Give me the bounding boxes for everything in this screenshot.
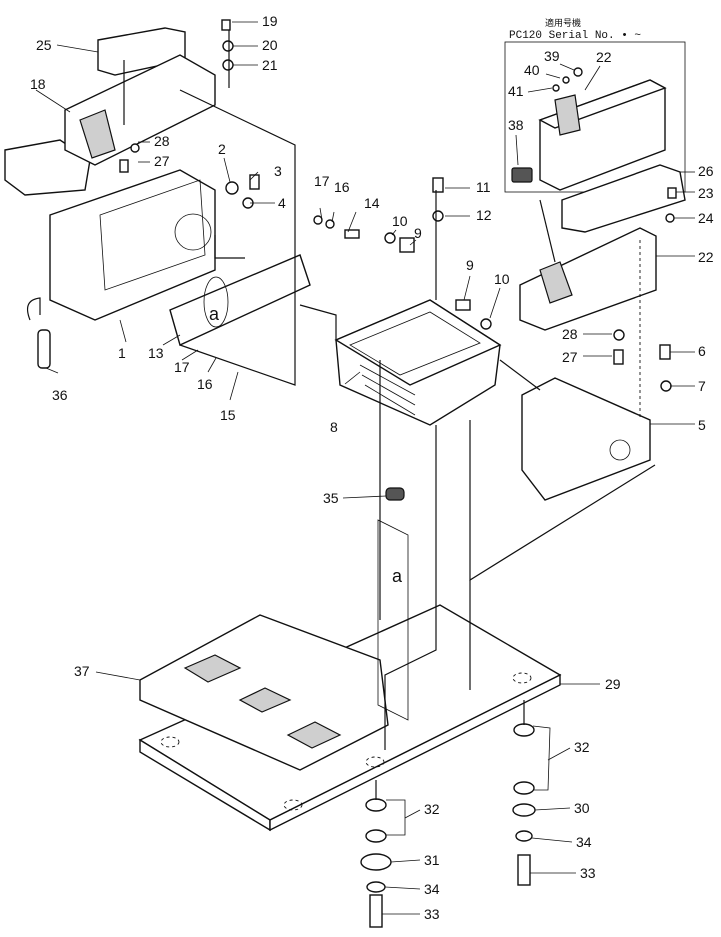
callout-29: 29: [605, 676, 621, 692]
part-5-box: [521, 377, 651, 501]
callout-13: 13: [148, 345, 164, 361]
detail-letter-a-upper: a: [209, 304, 220, 324]
assembly-lines: [123, 30, 656, 800]
callout-39: 39: [544, 48, 560, 64]
callout-16-lower: 16: [197, 376, 213, 392]
callout-32-right: 32: [574, 739, 590, 755]
callout-33-right: 33: [580, 865, 596, 881]
center-case-group: [313, 177, 502, 426]
part-26-cover: [561, 164, 686, 233]
callout-5: 5: [698, 417, 706, 433]
callout-9-right: 9: [466, 257, 474, 273]
callout-30: 30: [574, 800, 590, 816]
callout-22-right: 22: [698, 249, 714, 265]
part-38-switch: [511, 167, 533, 183]
part-22-console: [519, 227, 657, 331]
inset-serial-note: PC120 Serial No. • ~: [509, 30, 641, 42]
callout-35: 35: [323, 490, 339, 506]
callout-28-left: 28: [154, 133, 170, 149]
callout-25: 25: [36, 37, 52, 53]
mount-stack-right: [512, 723, 536, 886]
callout-3: 3: [274, 163, 282, 179]
part-36-hook: [27, 297, 41, 321]
callout-34-left: 34: [424, 881, 440, 897]
callout-38: 38: [508, 117, 524, 133]
callout-18: 18: [30, 76, 46, 92]
callout-9-left: 9: [414, 225, 422, 241]
callout-15: 15: [220, 407, 236, 423]
callout-28-right: 28: [562, 326, 578, 342]
callout-36: 36: [52, 387, 68, 403]
callout-12: 12: [476, 207, 492, 223]
callout-21: 21: [262, 57, 278, 73]
callout-14: 14: [364, 195, 380, 211]
callout-27-right: 27: [562, 349, 578, 365]
part-35-grommet: [385, 487, 405, 501]
callout-31: 31: [424, 852, 440, 868]
callout-37: 37: [74, 663, 90, 679]
callout-19: 19: [262, 13, 278, 29]
callout-40: 40: [524, 62, 540, 78]
part-1-box: [49, 169, 216, 321]
inset-title-jp: 適用号機: [545, 17, 581, 28]
callout-34-right: 34: [576, 834, 592, 850]
floor-group: a: [138, 487, 562, 832]
callout-2: 2: [218, 141, 226, 157]
leader-lines: [35, 21, 695, 915]
callout-33-left: 33: [424, 906, 440, 922]
detail-letter-a-lower: a: [392, 566, 403, 586]
callout-10-left: 10: [392, 213, 408, 229]
callout-7: 7: [698, 378, 706, 394]
callout-23: 23: [698, 185, 714, 201]
mount-stack-left: [360, 798, 392, 928]
callout-26: 26: [698, 163, 714, 179]
serial-inset: 適用号機 PC120 Serial No. • ~: [504, 17, 686, 193]
callout-11: 11: [476, 179, 491, 195]
callout-1: 1: [118, 345, 126, 361]
callout-4: 4: [278, 195, 286, 211]
callout-16-upper: 16: [334, 179, 350, 195]
callout-8: 8: [330, 419, 338, 435]
callout-27-left: 27: [154, 153, 170, 169]
callout-20: 20: [262, 37, 278, 53]
callout-6: 6: [698, 343, 706, 359]
right-console-group: [519, 164, 686, 501]
part-18-armrest: [4, 139, 91, 196]
callout-10-right: 10: [494, 271, 510, 287]
callout-labels: 19 20 21 25 18 28 27 2 3 4 1 13 17 16 15…: [30, 13, 714, 922]
callout-32-left: 32: [424, 801, 440, 817]
part-13-plate: [169, 254, 311, 346]
callout-22-inset: 22: [596, 49, 612, 65]
callout-17-lower: 17: [174, 359, 190, 375]
callout-24: 24: [698, 210, 714, 226]
left-console-group: a: [4, 19, 311, 369]
callout-17-upper: 17: [314, 173, 330, 189]
callout-41: 41: [508, 83, 524, 99]
